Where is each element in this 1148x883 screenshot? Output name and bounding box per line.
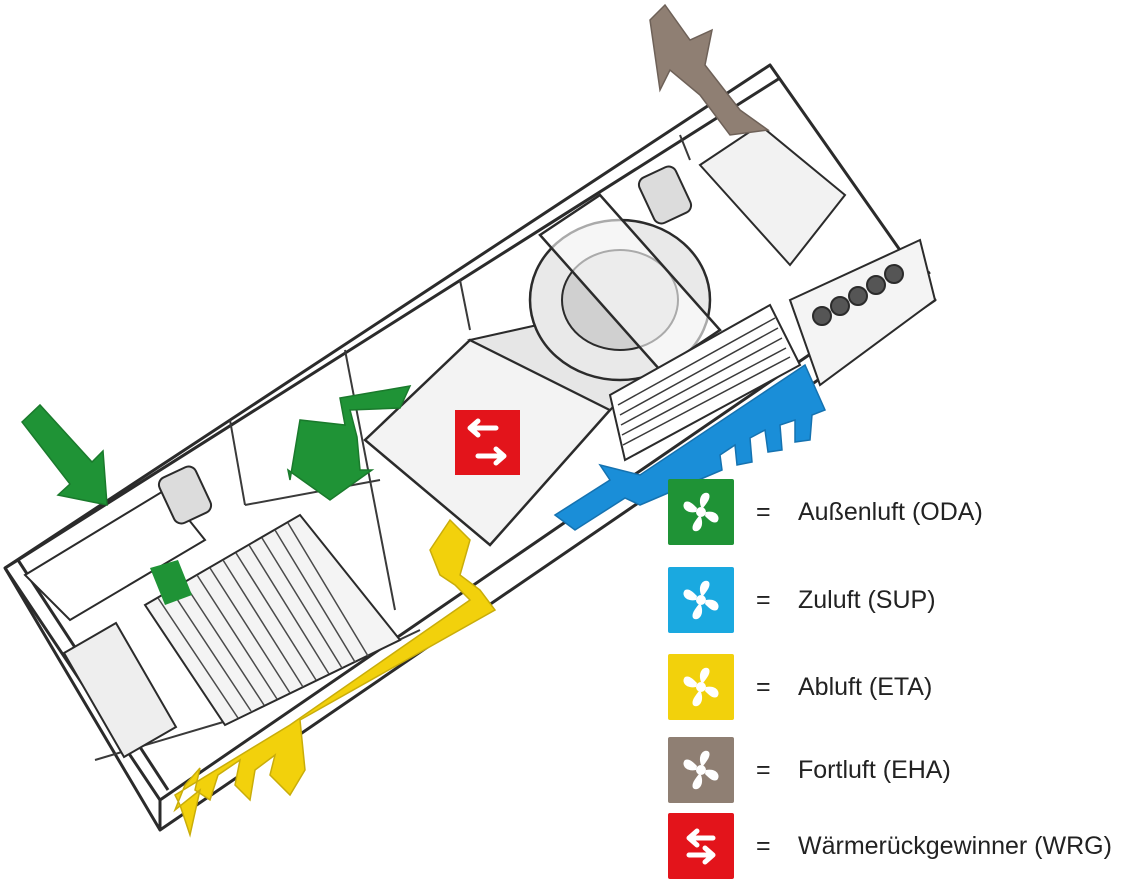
fan-icon bbox=[668, 737, 734, 803]
legend-equals: = bbox=[756, 672, 771, 701]
right-fan-box bbox=[637, 123, 847, 267]
legend-equals: = bbox=[756, 755, 771, 784]
exhaust-air-arrow bbox=[649, 3, 770, 136]
filter-panel bbox=[143, 513, 402, 727]
fan-icon bbox=[668, 654, 734, 720]
left-fan-box bbox=[23, 465, 213, 759]
legend-item-eha: = Fortluft (EHA) bbox=[668, 736, 951, 804]
legend-equals: = bbox=[756, 497, 771, 526]
outdoor-air-arrow-bend bbox=[286, 385, 412, 501]
outdoor-air-marker bbox=[150, 560, 192, 605]
control-box bbox=[788, 238, 937, 387]
legend-item-eta: = Abluft (ETA) bbox=[668, 653, 932, 721]
central-fan bbox=[528, 193, 722, 382]
legend-label-wrg: Wärmerückgewinner (WRG) bbox=[798, 831, 1112, 860]
legend-equals: = bbox=[756, 831, 771, 860]
legend-label-eha: Fortluft (EHA) bbox=[798, 755, 951, 784]
legend-label-oda: Außenluft (ODA) bbox=[798, 497, 983, 526]
legend-item-wrg: = Wärmerückgewinner (WRG) bbox=[668, 812, 1112, 880]
fan-icon bbox=[668, 567, 734, 633]
fan-icon bbox=[668, 479, 734, 545]
legend-label-eta: Abluft (ETA) bbox=[798, 672, 933, 701]
legend-item-sup: = Zuluft (SUP) bbox=[668, 566, 936, 634]
legend-equals: = bbox=[756, 585, 771, 614]
supply-grille bbox=[608, 303, 802, 462]
extract-air-arrow bbox=[173, 518, 497, 838]
legend-item-oda: = Außenluft (ODA) bbox=[668, 478, 983, 546]
outdoor-air-arrow-inlet bbox=[20, 403, 108, 506]
heat-exchanger-symbol bbox=[455, 410, 520, 475]
heat-exchanger-arrows-icon bbox=[668, 813, 734, 879]
legend-label-sup: Zuluft (SUP) bbox=[798, 585, 936, 614]
supply-air-arrow bbox=[553, 363, 827, 531]
